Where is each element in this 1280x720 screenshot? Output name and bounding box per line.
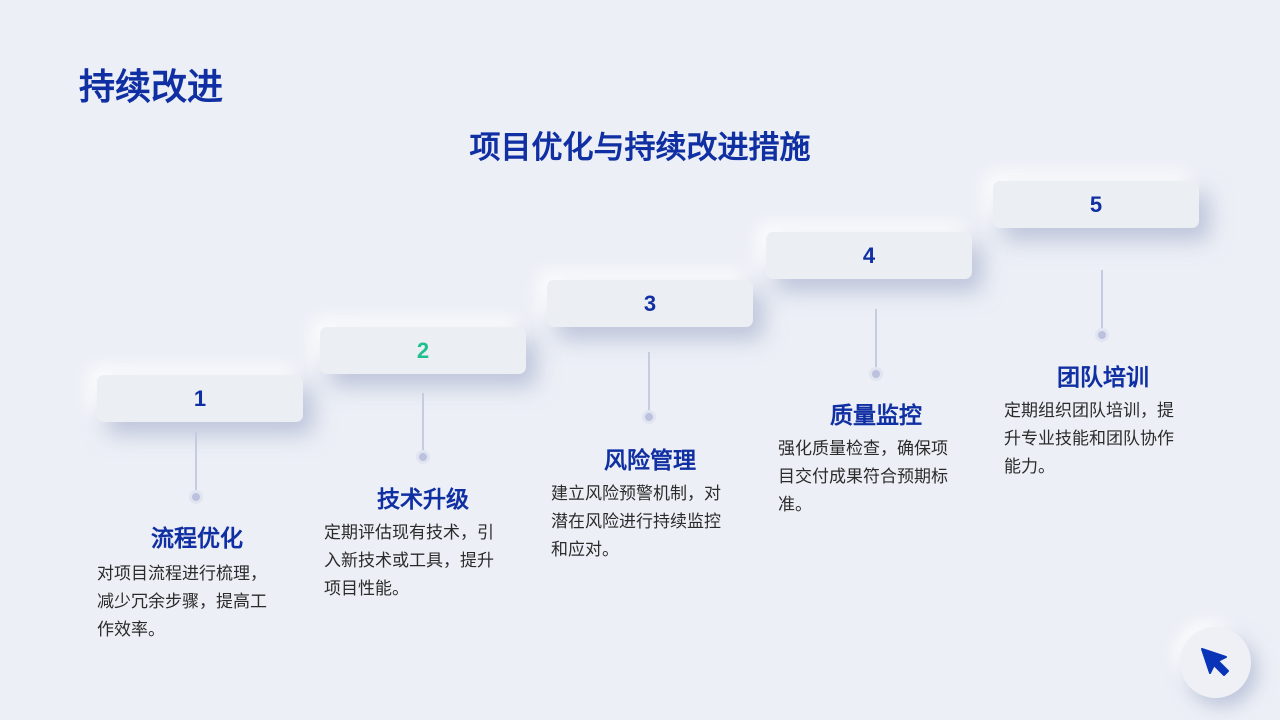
desc-line: 强化质量检查，确保项 bbox=[778, 439, 948, 458]
desc-line: 作效率。 bbox=[97, 620, 165, 639]
desc-line: 项目性能。 bbox=[324, 579, 409, 598]
connector-dot-icon bbox=[645, 413, 653, 421]
desc-line: 建立风险预警机制，对 bbox=[551, 484, 721, 503]
desc-line: 定期评估现有技术，引 bbox=[324, 523, 494, 542]
desc-line: 能力。 bbox=[1004, 457, 1055, 476]
connector-dot-icon bbox=[872, 370, 880, 378]
step-number-box: 3 bbox=[547, 280, 753, 327]
step-description: 定期组织团队培训，提 升专业技能和团队协作 能力。 bbox=[1004, 397, 1194, 481]
step-description: 强化质量检查，确保项 目交付成果符合预期标 准。 bbox=[778, 435, 968, 519]
step-number-box: 1 bbox=[97, 375, 303, 422]
desc-line: 目交付成果符合预期标 bbox=[778, 467, 948, 486]
desc-line: 入新技术或工具，提升 bbox=[324, 551, 494, 570]
connector-line bbox=[422, 393, 424, 453]
desc-line: 准。 bbox=[778, 495, 812, 514]
page-heading: 持续改进 bbox=[79, 66, 224, 107]
desc-line: 潜在风险进行持续监控 bbox=[551, 512, 721, 531]
cursor-arrow-icon bbox=[1200, 647, 1229, 676]
connector-line bbox=[195, 432, 197, 494]
connector-dot-icon bbox=[1098, 331, 1106, 339]
connector-line bbox=[1101, 270, 1103, 331]
step-number-box: 4 bbox=[766, 232, 972, 279]
step-number-box: 5 bbox=[993, 181, 1199, 228]
connector-dot-icon bbox=[192, 493, 200, 501]
connector-line bbox=[648, 352, 650, 413]
step-title: 技术升级 bbox=[377, 486, 469, 512]
desc-line: 减少冗余步骤，提高工 bbox=[97, 592, 267, 611]
desc-line: 定期组织团队培训，提 bbox=[1004, 401, 1174, 420]
step-description: 建立风险预警机制，对 潜在风险进行持续监控 和应对。 bbox=[551, 480, 741, 564]
desc-line: 和应对。 bbox=[551, 540, 619, 559]
step-title: 质量监控 bbox=[830, 402, 922, 428]
step-title: 风险管理 bbox=[604, 447, 696, 473]
slide-subtitle: 项目优化与持续改进措施 bbox=[469, 130, 811, 165]
connector-line bbox=[875, 309, 877, 370]
desc-line: 对项目流程进行梳理， bbox=[97, 564, 267, 583]
step-description: 定期评估现有技术，引 入新技术或工具，提升 项目性能。 bbox=[324, 519, 514, 603]
step-title: 团队培训 bbox=[1057, 364, 1149, 390]
connector-dot-icon bbox=[419, 453, 427, 461]
step-number-box: 2 bbox=[320, 327, 526, 374]
step-title: 流程优化 bbox=[151, 525, 243, 551]
desc-line: 升专业技能和团队协作 bbox=[1004, 429, 1174, 448]
cursor-button[interactable] bbox=[1180, 627, 1251, 698]
step-description: 对项目流程进行梳理， 减少冗余步骤，提高工 作效率。 bbox=[97, 560, 287, 644]
